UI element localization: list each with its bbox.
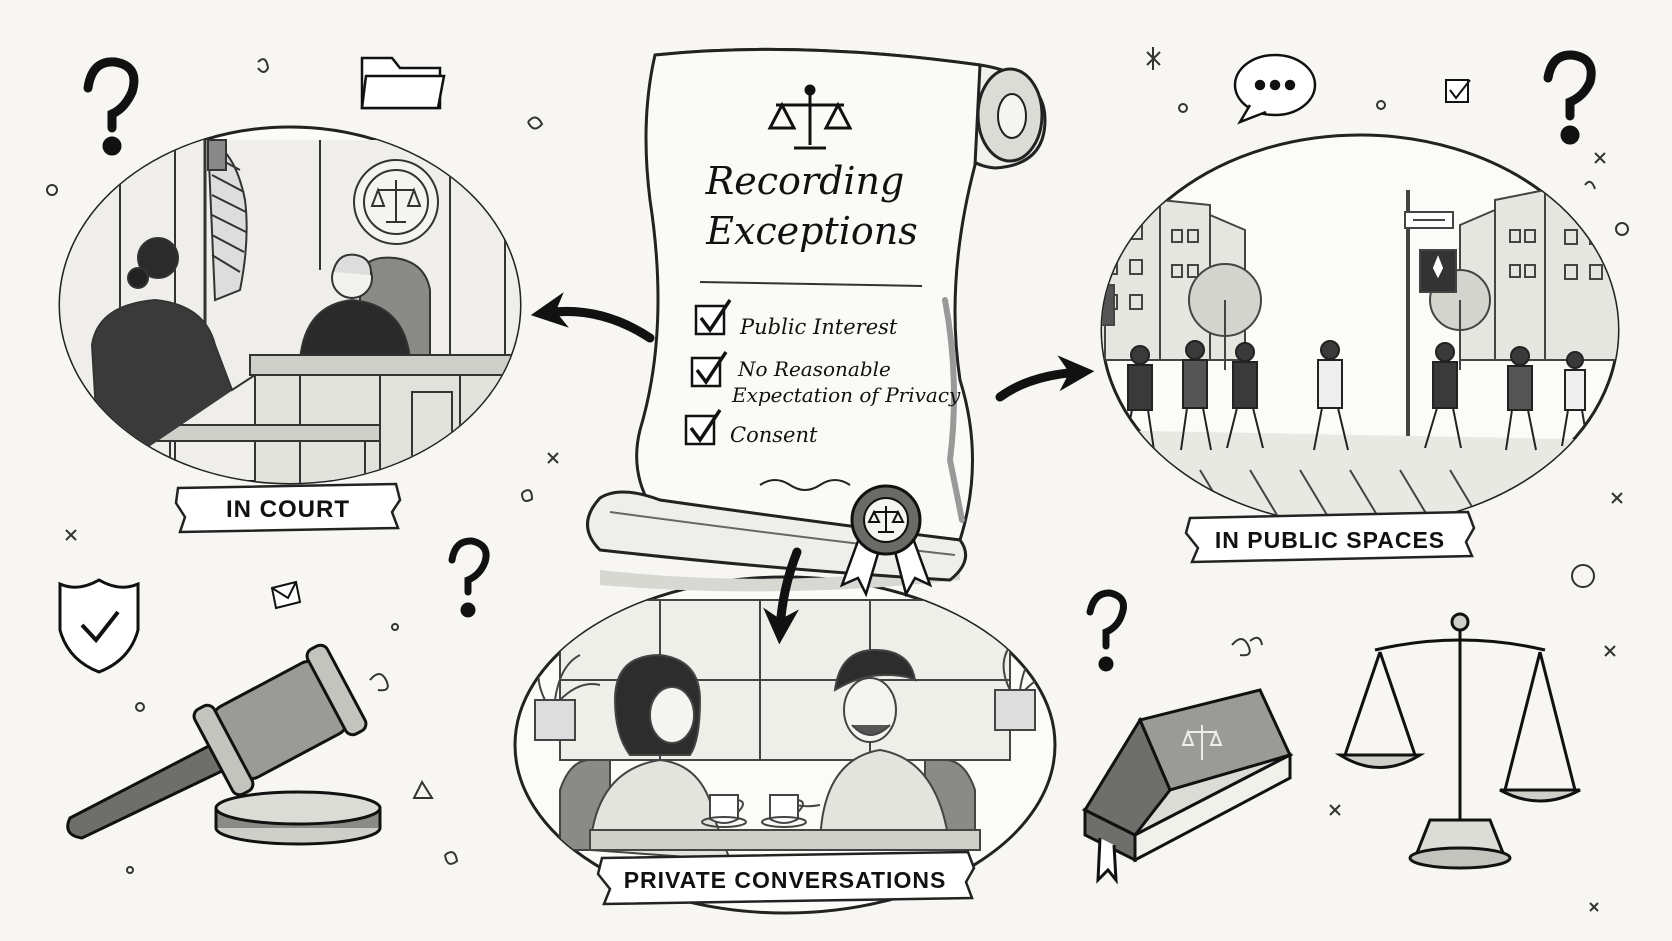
- question-mark-icon: [448, 537, 490, 618]
- seal-ribbon-icon: [839, 484, 933, 598]
- checklist-item: Consent: [684, 409, 818, 447]
- checklist-item-label-line1: No Reasonable: [737, 357, 891, 381]
- judge-figure: [298, 253, 412, 361]
- flag-icon: [203, 130, 248, 330]
- scales-of-justice-icon: [767, 84, 853, 150]
- plant-icon: [994, 639, 1055, 731]
- speech-bubble-icon: [1233, 53, 1317, 125]
- arrow-to-private-conversations: [763, 547, 802, 645]
- public-spaces-label: IN PUBLIC SPACES: [1215, 527, 1445, 553]
- flourish-ornament: [759, 479, 851, 491]
- checkbox-icon: [1445, 79, 1471, 103]
- scroll-title-line1: Recording: [705, 159, 905, 203]
- scales-of-justice-icon: [1334, 612, 1581, 870]
- arrow-icon: [530, 292, 1095, 645]
- scroll-title-line2: Exceptions: [705, 209, 918, 253]
- private-conversations-label: PRIVATE CONVERSATIONS: [624, 867, 947, 893]
- envelope-icon: [270, 580, 302, 610]
- court-scene: IN COURT: [58, 125, 522, 534]
- arrow-to-public-spaces: [995, 355, 1095, 402]
- question-mark-icon: [1543, 50, 1596, 145]
- checklist-item-label: Consent: [730, 423, 818, 447]
- court-label: IN COURT: [226, 496, 350, 523]
- coffee-cup-icon: [761, 794, 807, 828]
- question-mark-icon: [1086, 589, 1127, 672]
- checklist-item: Public Interest: [694, 299, 898, 339]
- checklist-item-label-line2: Expectation of Privacy: [731, 383, 961, 407]
- arrow-to-court: [530, 292, 655, 343]
- public-spaces-scene: IN PUBLIC SPACES: [1100, 133, 1620, 564]
- court-banner: IN COURT: [174, 482, 402, 534]
- public-spaces-banner: IN PUBLIC SPACES: [1184, 510, 1476, 564]
- shield-check-icon: [58, 578, 140, 674]
- gavel-icon: [66, 643, 382, 846]
- plant-icon: [534, 649, 601, 741]
- private-conversations-scene: PRIVATE CONVERSATIONS: [513, 575, 1057, 915]
- coffee-cup-icon: [701, 794, 747, 828]
- court-seal-icon: [353, 159, 439, 245]
- checklist-item: No Reasonable Expectation of Privacy: [690, 351, 961, 407]
- traffic-light-icon: [1102, 190, 1457, 440]
- judge-bench: [249, 354, 520, 483]
- checklist: Public Interest No Reasonable Expectatio…: [684, 299, 961, 447]
- folder-icon: [360, 56, 446, 110]
- doodle-marks: [46, 47, 1629, 912]
- question-mark-icon: [83, 57, 139, 156]
- private-conversations-banner: PRIVATE CONVERSATIONS: [596, 850, 976, 906]
- checklist-item-label: Public Interest: [739, 315, 898, 339]
- exceptions-scroll: Recording Exceptions Public Interest No …: [586, 47, 1047, 598]
- law-book-icon: [1081, 688, 1294, 885]
- man-figure: [774, 648, 952, 851]
- street-sign-icon: [1404, 211, 1454, 229]
